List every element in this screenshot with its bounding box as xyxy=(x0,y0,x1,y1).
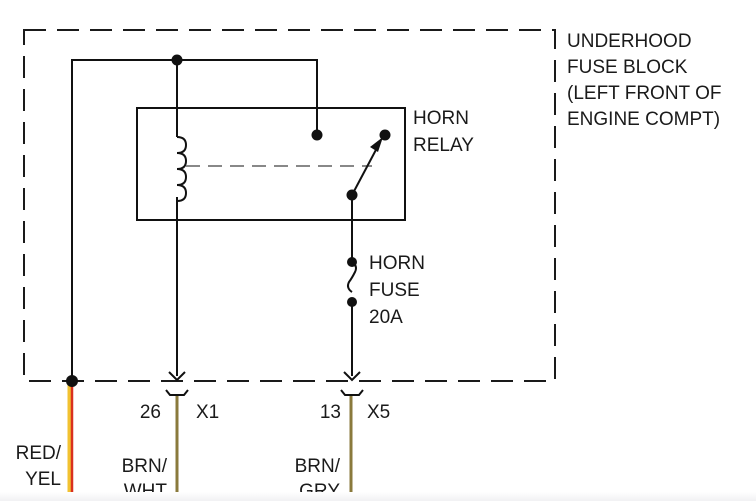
fuse-block-boundary xyxy=(23,29,556,382)
relay-label-line-2: RELAY xyxy=(413,135,474,156)
fuse-block-label-line-2: FUSE BLOCK xyxy=(567,57,688,78)
wire-x5-color-line-1: BRN/ xyxy=(295,456,341,477)
relay-coil-icon xyxy=(176,136,188,202)
bottom-edge-shadow xyxy=(0,492,756,501)
fuse-block-label-line-4: ENGINE COMPT) xyxy=(567,109,720,130)
connector-x1-female-icon xyxy=(165,389,189,396)
wire-feed-color-line-2: YEL xyxy=(25,469,61,490)
connector-x1-pin: 26 xyxy=(140,402,161,423)
connector-x5-pin: 13 xyxy=(320,402,341,423)
wire-x1-color-line-1: BRN/ xyxy=(122,456,168,477)
fuse-icon xyxy=(347,261,357,293)
fuse-label-line-1: HORN xyxy=(369,253,425,274)
splice-dot-boundary xyxy=(66,375,78,387)
relay-fixed-contact xyxy=(311,129,323,141)
horn-relay-box xyxy=(136,107,406,221)
connector-x5-male-icon xyxy=(343,371,361,382)
fuse-label-line-2: FUSE xyxy=(369,280,420,301)
relay-label-line-1: HORN xyxy=(413,108,469,129)
connector-x1-name: X1 xyxy=(196,402,219,423)
fuse-block-label-line-3: (LEFT FRONT OF xyxy=(567,83,721,104)
wire-feed-color-line-1: RED/ xyxy=(16,443,62,464)
fuse-label-line-3: 20A xyxy=(369,307,403,328)
connector-x1-male-icon xyxy=(168,371,186,382)
relay-switch-arm xyxy=(351,145,379,196)
connector-x5-female-icon xyxy=(340,389,364,396)
fuse-block-label-line-1: UNDERHOOD xyxy=(567,31,692,52)
battery-feed-bus xyxy=(71,59,318,381)
switch-arrow-icon xyxy=(370,137,383,152)
connector-x5-name: X5 xyxy=(367,402,390,423)
